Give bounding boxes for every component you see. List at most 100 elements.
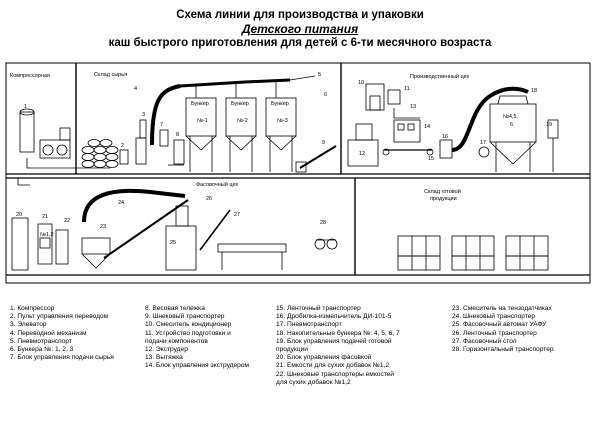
dry-additive-tanks — [37, 223, 53, 265]
legend-item: 14. Блок управления экструдером — [145, 362, 250, 370]
bunker-1 — [185, 97, 217, 172]
extruder-control-block — [393, 119, 421, 143]
callout-26: 26 — [206, 196, 213, 202]
compressor — [19, 111, 35, 153]
legend-col-3: 15. Ленточный транспортер 16. Дробилка-и… — [276, 305, 400, 387]
legend-item: 28. Горизонтальный транспортер — [452, 346, 554, 354]
bunker-2 — [225, 97, 257, 172]
callout-4: 4 — [134, 86, 138, 92]
raw-feed-control-block — [159, 129, 169, 147]
callout-28: 28 — [320, 220, 327, 226]
additive-tank-label: №1,2 — [40, 232, 54, 238]
legend-col-1: 1. Компрессор 2. Пульт управления перево… — [10, 305, 114, 362]
legend-item: 2. Пульт управления переводом — [10, 313, 109, 321]
callout-14: 14 — [424, 124, 431, 130]
legend-item: 20. Блок управления фасовкой — [276, 354, 372, 362]
callout-3: 3 — [142, 112, 146, 118]
callout-6: 6 — [324, 92, 328, 98]
legend-item: 25. Фасовочный автомат УАФУ — [452, 321, 547, 329]
legend-item: 3. Элеватор — [10, 321, 47, 329]
legend-item: 9. Шнековый транспортер — [145, 313, 225, 321]
callout-11: 11 — [404, 86, 410, 92]
callout-23: 23 — [100, 224, 107, 230]
callout-10: 10 — [358, 80, 365, 86]
diagram-subtitle: Детского питания — [241, 22, 359, 36]
diagram-description: каш быстрого приготовления для детей с 6… — [108, 37, 492, 49]
bunker-1-num: №-1 — [197, 118, 208, 124]
weighing-cart — [173, 139, 185, 165]
callout-20: 20 — [16, 212, 23, 218]
callout-17: 17 — [480, 140, 487, 146]
callout-5: 5 — [318, 72, 322, 78]
legend-item: 23. Смеситель на тензодатчиках — [452, 305, 552, 312]
horizontal-conveyor — [314, 238, 338, 250]
legend-item: продукции — [276, 346, 308, 354]
legend-col-4: 23. Смеситель на тензодатчиках 24. Шнеко… — [452, 305, 554, 354]
legend-item: 24. Шнековый транспортер — [452, 313, 536, 321]
callout-7: 7 — [160, 122, 164, 128]
elevator — [135, 137, 147, 165]
packing-table — [217, 243, 287, 253]
legend-item: 21. Емкости для сухих добавок №1,2 — [276, 362, 390, 370]
legend-item: 16. Дробилка-измельчитель ДИ-101-5 — [276, 313, 392, 321]
exhaust — [393, 108, 420, 119]
callout-18: 18 — [531, 88, 538, 94]
legend-item: 4. Переводной механизм — [10, 329, 87, 337]
callout-12: 12 — [359, 151, 366, 157]
bunker-2-label: Бункер — [231, 101, 249, 107]
legend-col-2: 8. Весовая тележка 9. Шнековый транспорт… — [145, 305, 249, 371]
callout-9: 9 — [322, 140, 326, 146]
component-prep-device — [387, 89, 401, 105]
callout-27: 27 — [234, 212, 241, 218]
legend-item: 12. Экструдер — [145, 346, 188, 354]
callout-24: 24 — [118, 200, 125, 206]
bunker-1-label: Бункер — [191, 101, 209, 107]
bunker-3 — [265, 97, 297, 172]
diagram-title: Схема линии для производства и упаковки — [176, 9, 424, 21]
legend-item: 22. Шнековые транспортеры емкостей — [276, 370, 395, 378]
callout-25: 25 — [170, 240, 177, 246]
area-finished-store-2: продукции — [430, 196, 457, 202]
storage-bunkers-4-7 — [489, 95, 537, 172]
tensometer-mixer — [81, 237, 111, 255]
storage-bunker-label-2: 6 — [510, 122, 514, 128]
legend-item: 15. Ленточный транспортер — [276, 305, 361, 312]
legend-item: 17. Пневмотранспорт — [276, 321, 342, 329]
legend-item: 13. Вытяжка — [145, 354, 183, 362]
callout-16: 16 — [442, 134, 449, 140]
packing-control-block — [11, 217, 29, 271]
area-compressor: Компрессорная — [10, 73, 50, 79]
legend-item: 5. Пневмотранспорт — [10, 337, 72, 345]
bunker-3-num: №-3 — [277, 118, 288, 124]
legend-item: для сухих добавок №1,2 — [276, 378, 351, 386]
legend-item: 10. Смеситель кондиционер — [145, 321, 232, 329]
outer-frame — [5, 62, 591, 284]
legend-item: 19. Блок управления подачей готовой — [276, 337, 392, 345]
legend-item: 27. Фасовочный стол — [452, 337, 517, 345]
area-finished-store: Склад готовой — [424, 189, 461, 195]
packing-machine-uafu — [165, 225, 197, 271]
callout-13: 13 — [410, 104, 417, 110]
area-raw-store: Склад сырья — [94, 72, 128, 78]
area-production: Производственный цех — [410, 74, 470, 80]
legend-item: 1. Компрессор — [10, 305, 55, 312]
legend-item: 26. Ленточный транспортер — [452, 329, 537, 337]
bunker-2-num: №-2 — [237, 118, 248, 124]
callout-19: 19 — [546, 122, 553, 128]
callout-15: 15 — [428, 156, 435, 162]
legend-item: 11. Устройство подготовки и — [145, 329, 231, 337]
callout-1: 1 — [24, 104, 28, 110]
legend-item: 8. Весовая тележка — [145, 305, 205, 312]
bunker-3-label: Бункер — [271, 101, 289, 107]
sacks-pile — [81, 139, 119, 168]
area-packing: Фасовочный цех — [196, 182, 239, 188]
mixer-conditioner — [365, 83, 385, 111]
transfer-control-panel — [119, 149, 129, 165]
legend-item: 6. Бункера №: 1, 2, 3 — [10, 346, 74, 354]
callout-21: 21 — [42, 214, 49, 220]
crusher — [439, 139, 453, 159]
legend-item: подачи компонентов — [145, 337, 208, 345]
callout-8: 8 — [176, 132, 180, 138]
callout-22: 22 — [64, 218, 71, 224]
